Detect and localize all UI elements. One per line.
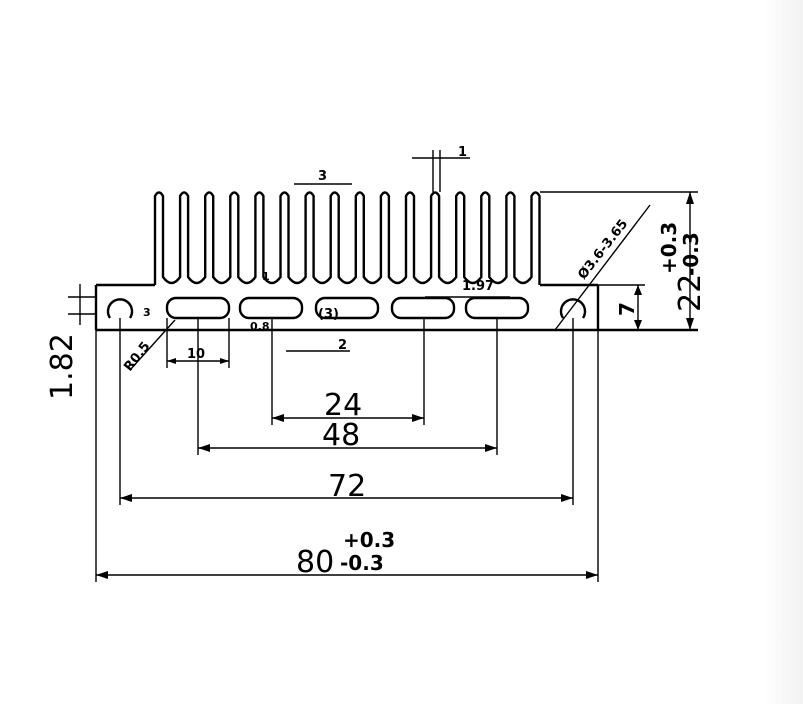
dim-1-value: 1 <box>458 145 467 160</box>
dim-80-tol-minus: -0.3 <box>340 551 384 575</box>
slot-5 <box>464 296 530 320</box>
dim-2-value: 2 <box>338 338 347 353</box>
mounting-features <box>106 296 587 320</box>
dim-1-small-value: 1 <box>262 270 270 283</box>
dim-197-value: 1.97 <box>462 279 494 294</box>
dim-182-value: 1.82 <box>45 333 80 400</box>
dim-hole-value: Ø3.6-3.65 <box>575 217 631 283</box>
dim-10-value: 10 <box>187 347 205 362</box>
left-screw-hole <box>106 298 134 319</box>
slot-3 <box>314 296 380 320</box>
dim-r05-value: R0.5 <box>121 339 153 374</box>
dim-22-tol-minus: -0.3 <box>679 232 703 276</box>
dimension-labels: 80 +0.3 -0.3 72 48 24 10 22 +0.3 -0.3 7 … <box>45 145 708 580</box>
right-screw-hole <box>559 298 587 319</box>
dim-24-value: 24 <box>324 388 362 423</box>
dimension-lines <box>68 150 691 576</box>
dim-48-value: 48 <box>322 418 360 453</box>
dim-22-tol-plus: +0.3 <box>657 222 681 274</box>
dim-3-paren-value: (3) <box>318 307 339 322</box>
slot-4 <box>390 296 456 320</box>
dim-80-value: 80 <box>296 545 334 580</box>
dim-3-small-value: 3 <box>143 306 151 319</box>
edge-shade <box>763 0 803 704</box>
extension-lines <box>95 191 698 582</box>
fin-array <box>153 191 541 285</box>
dim-7-value: 7 <box>615 302 639 316</box>
dim-08-value: 0.8 <box>250 320 270 333</box>
arrowheads <box>96 192 694 579</box>
leader-hole <box>554 204 651 331</box>
dim-80-tol-plus: +0.3 <box>343 528 395 552</box>
dim-22-value: 22 <box>673 274 708 312</box>
leader-r05 <box>129 319 176 371</box>
slot-1 <box>165 296 231 320</box>
dim-3-value: 3 <box>318 169 327 184</box>
dim-72-value: 72 <box>328 469 366 504</box>
slot-2 <box>238 296 304 320</box>
